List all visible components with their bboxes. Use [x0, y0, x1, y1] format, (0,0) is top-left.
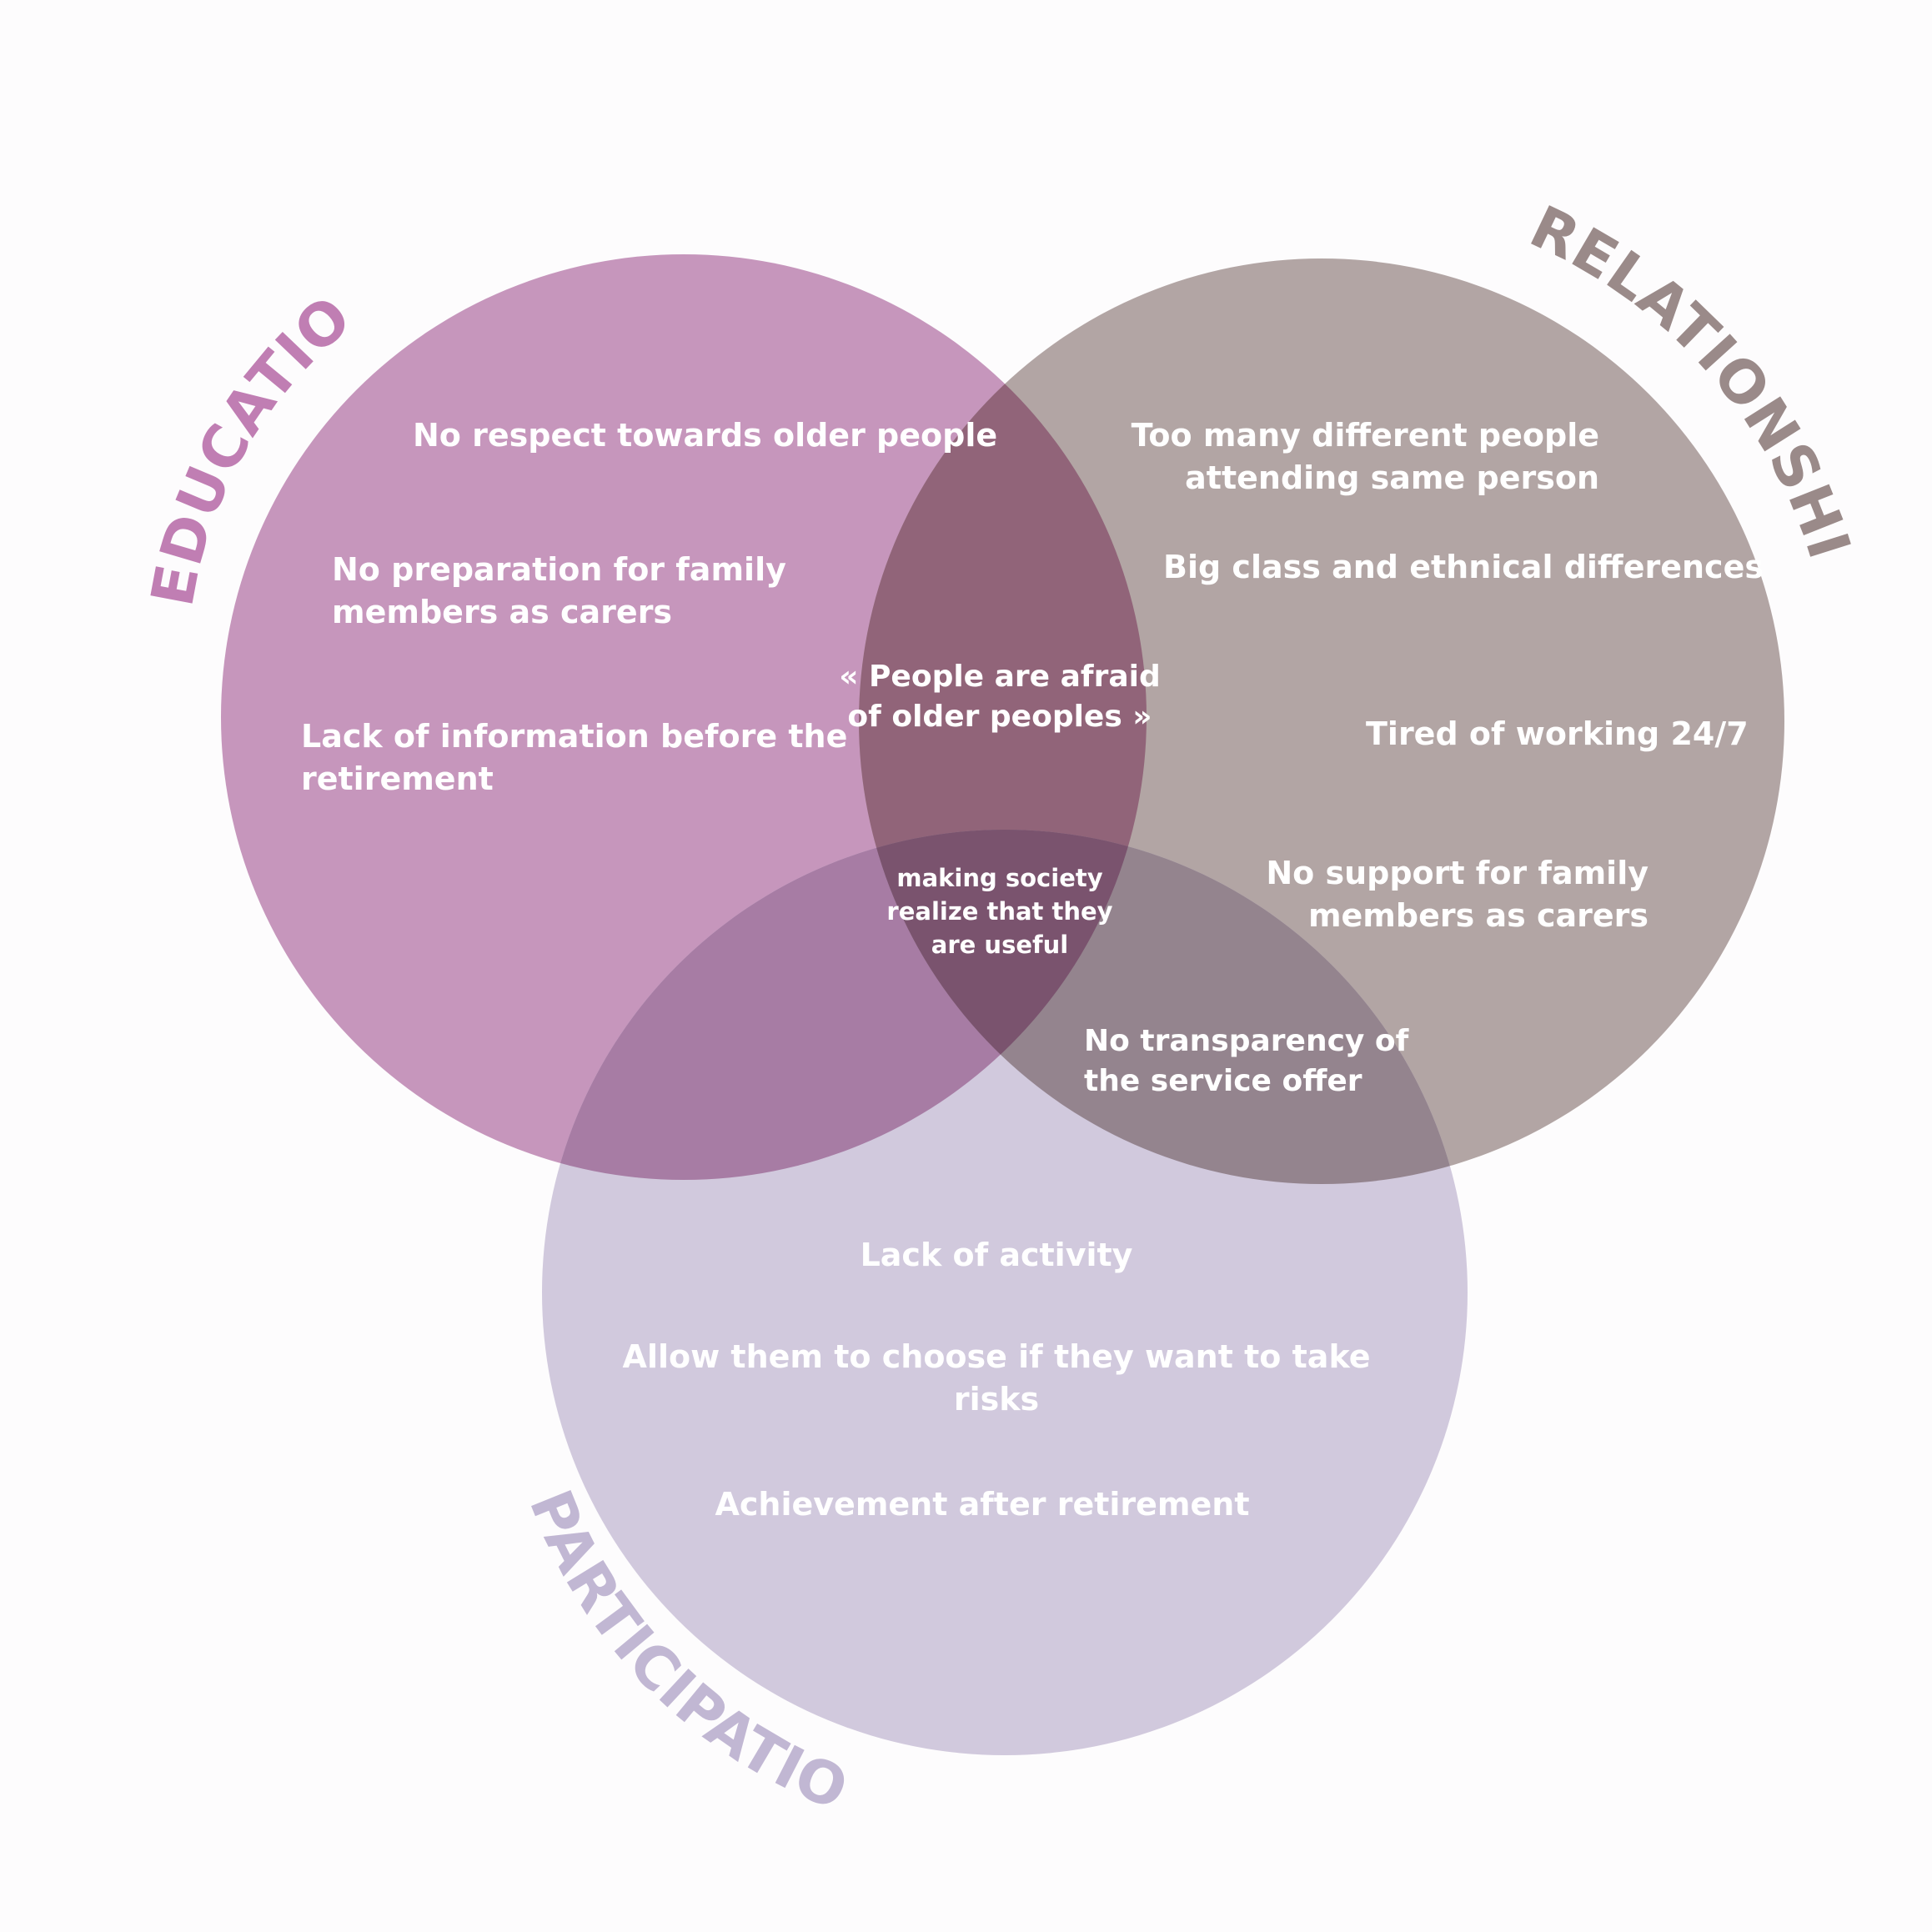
relationship-item-class: Big class and ethnical differences: [1163, 549, 1764, 585]
participation-item-risks-line2: risks: [954, 1381, 1039, 1418]
participation-item-achievement: Achievement after retirement: [715, 1486, 1249, 1523]
education-item-preparation-line2: members as carers: [332, 594, 672, 630]
education-item-information-line2: retirement: [301, 760, 494, 797]
center-text-line3: are useful: [931, 931, 1068, 959]
education-item-preparation-line1: No preparation for family: [332, 551, 786, 588]
overlap-relationship-participation-line1: No transparency of: [1084, 1024, 1409, 1058]
center-text-line2: realize that they: [886, 897, 1112, 926]
overlap-education-relationship-line1: « People are afraid: [839, 660, 1161, 694]
education-item-information-line1: Lack of information before the: [301, 718, 847, 755]
participation-item-activity: Lack of activity: [861, 1237, 1133, 1273]
participation-item-risks-line1: Allow them to choose if they want to tak…: [623, 1338, 1371, 1375]
center-text-line1: making society: [896, 864, 1102, 892]
relationship-item-support-line2: members as carers: [1308, 897, 1648, 934]
relationship-participation-overlap: [859, 830, 1468, 1184]
education-participation-overlap: [542, 830, 1147, 1180]
relationship-item-too-many-line2: attending same person: [1185, 459, 1599, 496]
relationship-item-tired: Tired of working 24/7: [1366, 715, 1749, 752]
overlap-education-relationship-line2: of older peoples »: [847, 700, 1152, 734]
relationship-item-too-many-line1: Too many different people: [1132, 417, 1599, 454]
relationship-item-support-line1: No support for family: [1266, 855, 1648, 891]
education-item-respect: No respect towards older people: [413, 417, 997, 454]
overlap-relationship-participation-line2: the service offer: [1084, 1064, 1362, 1098]
